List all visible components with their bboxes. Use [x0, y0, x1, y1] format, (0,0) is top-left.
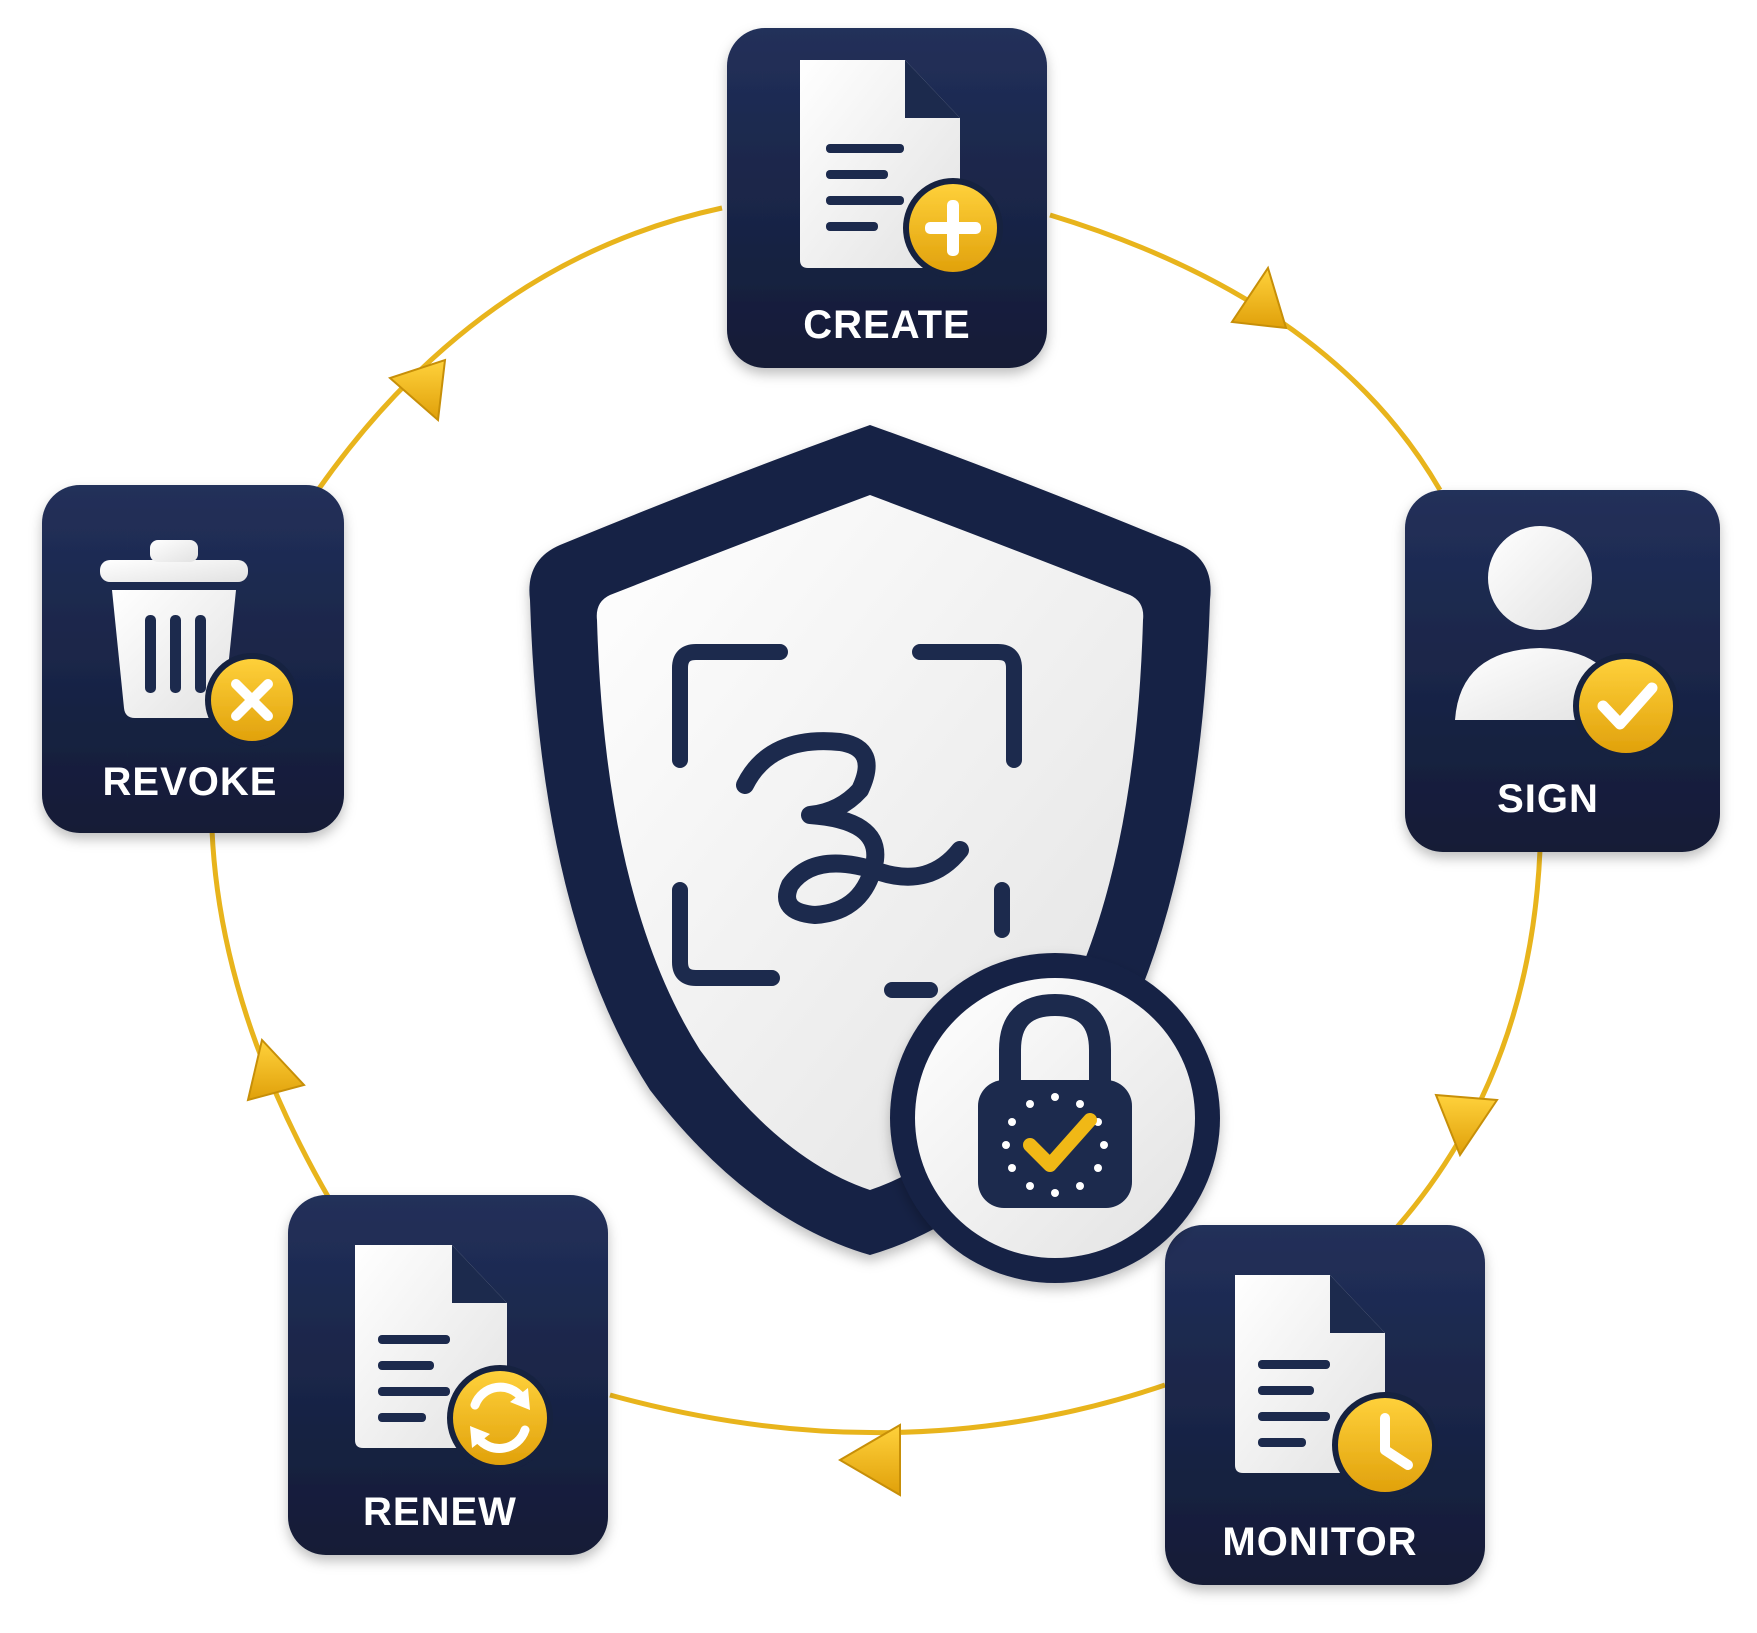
step-renew-label: RENEW — [363, 1490, 517, 1534]
step-sign-label: SIGN — [1497, 777, 1599, 821]
document-clock-icon — [1235, 1275, 1438, 1498]
trash-x-icon — [100, 540, 299, 747]
document-refresh-icon — [355, 1245, 553, 1471]
ring-arc-revoke-create — [315, 205, 723, 492]
arrow-sign-monitor — [1434, 1093, 1499, 1158]
step-create-label: CREATE — [803, 303, 970, 347]
step-sign[interactable]: SIGN — [1405, 490, 1720, 852]
document-plus-icon — [800, 60, 1003, 278]
arrow-revoke-create — [388, 358, 447, 423]
step-create[interactable]: CREATE — [727, 28, 1047, 368]
ring-arc-sign-monitor — [1388, 849, 1543, 1237]
ring-arc-create-sign — [1049, 212, 1443, 492]
step-monitor[interactable]: MONITOR — [1165, 1225, 1485, 1585]
arrow-renew-revoke — [246, 1037, 306, 1102]
ring-arc-renew-revoke — [209, 829, 333, 1202]
ring-arc-monitor-renew — [609, 1382, 1166, 1436]
lock-check-icon — [890, 953, 1220, 1283]
arrow-create-sign — [1230, 265, 1288, 330]
step-monitor-label: MONITOR — [1222, 1520, 1417, 1564]
cycle-ring — [209, 205, 1543, 1497]
step-revoke-label: REVOKE — [103, 760, 278, 804]
step-revoke[interactable]: REVOKE — [42, 485, 344, 833]
arrow-monitor-renew — [838, 1423, 901, 1497]
step-renew[interactable]: RENEW — [288, 1195, 608, 1555]
user-check-icon — [1455, 526, 1679, 759]
